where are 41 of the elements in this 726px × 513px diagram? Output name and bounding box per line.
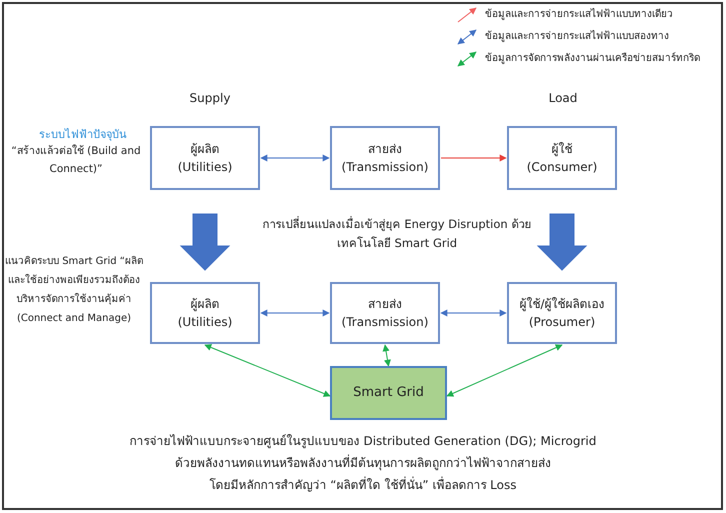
arrow (446, 344, 563, 397)
block-arrow (536, 214, 588, 271)
process-box (330, 126, 440, 190)
block-arrow (180, 214, 230, 271)
process-box (507, 282, 617, 344)
arrow (440, 154, 507, 162)
legend-text: ข้อมูลและการจ่ายกระแสไฟฟ้าแบบทางเดียว (485, 7, 673, 22)
node-subtitle: (Utilities) (178, 314, 232, 331)
node-subtitle: (Transmission) (342, 314, 428, 331)
process-box (507, 126, 617, 190)
node-subtitle: (Utilities) (178, 159, 232, 176)
concept-note: แนวคิดระบบ Smart Grid “ผลิตและใช้อย่างพอเพียงรวมถึงต้องบริหารจัดการใช้งานคุ้มค่า (Connect and Manage) (5, 255, 143, 326)
process-box (330, 282, 440, 344)
arrow (440, 310, 507, 316)
arrow (260, 310, 330, 316)
node-subtitle: (Prosumer) (528, 314, 596, 331)
node-title: สายส่ง (368, 141, 402, 158)
process-box (150, 282, 260, 344)
legend-text: ข้อมูลและการจ่ายกระแสไฟฟ้าแบบสองทาง (485, 29, 669, 44)
summary-line: การจ่ายไฟฟ้าแบบกระจายศูนย์ในรูปแบบของ Distributed Generation (DG); Microgrid (128, 433, 598, 450)
legend-text: ข้อมูลการจัดการพลังงานผ่านเครือข่ายสมาร์ทกริด (485, 51, 700, 66)
arrow (382, 344, 391, 367)
node-title: Smart Grid (353, 384, 424, 402)
node-title: ผู้ผลิต (190, 296, 220, 313)
transition-note: การเปลี่ยนแปลงเมื่อเข้าสู่ยุค Energy Disruption ด้วยเทคโนโลยี Smart Grid (262, 215, 532, 252)
arrow (204, 344, 331, 397)
system-heading: ระบบไฟฟ้าปัจจุบัน (38, 127, 128, 142)
summary-line: โดยมีหลักการสำคัญว่า “ผลิตที่ใด ใช้ที่นั่น” เพื่อลดการ Loss (208, 476, 518, 494)
summary-line: ด้วยพลังงานทดแทนหรือพลังงานที่มีต้นทุนการผลิตถูกกว่าไฟฟ้าจากสายส่ง (174, 454, 552, 472)
concept-note: “สร้างแล้วต่อใช้ (Build and Connect)” (10, 144, 142, 176)
node-title: ผู้ใช้/ผู้ใช้ผลิตเอง (519, 296, 605, 313)
node-title: ผู้ใช้ (552, 141, 572, 158)
column-heading: Supply (188, 90, 232, 107)
smart-grid-box (330, 366, 447, 420)
arrow (260, 154, 330, 162)
column-heading: Load (548, 90, 578, 107)
process-box (150, 126, 260, 190)
node-title: สายส่ง (368, 296, 402, 313)
node-subtitle: (Transmission) (342, 159, 428, 176)
node-subtitle: (Consumer) (526, 159, 598, 176)
node-title: ผู้ผลิต (190, 141, 220, 158)
